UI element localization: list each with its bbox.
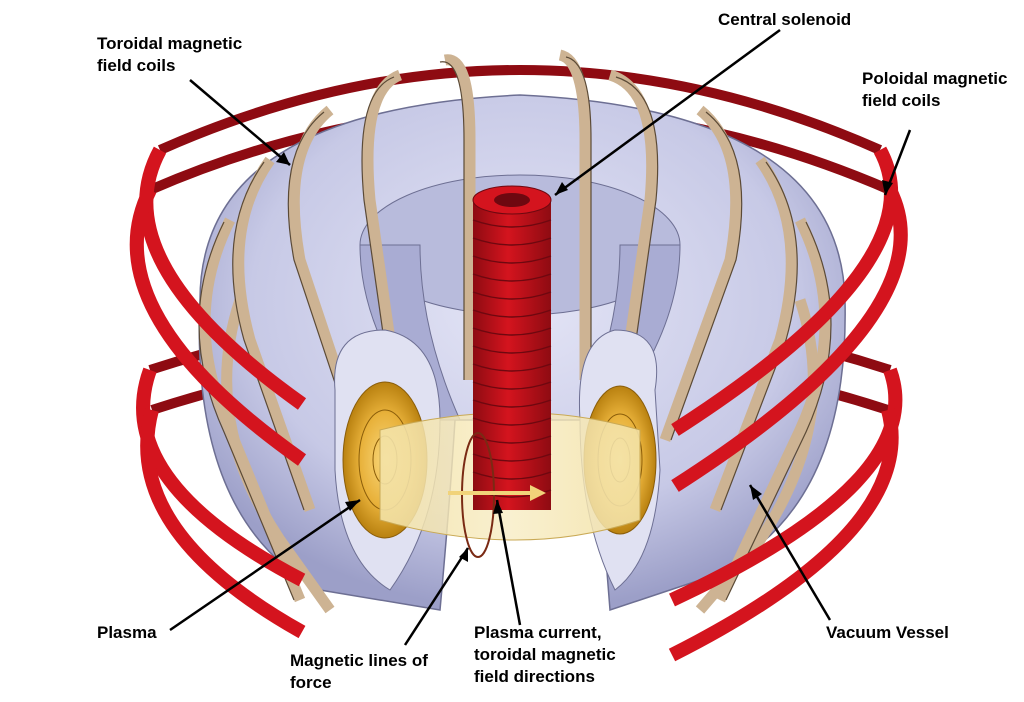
central-solenoid <box>472 185 552 510</box>
toroidal-field-coils-edges <box>198 56 832 601</box>
leader-lines <box>169 28 912 646</box>
label-central-solenoid: Central solenoid <box>718 10 852 29</box>
label-plasma: Plasma <box>97 623 157 642</box>
label-plasma-current: Plasma current, toroidal magnetic field … <box>474 623 616 686</box>
arrowhead-icon <box>276 152 290 165</box>
leader-arrowheads <box>276 152 893 562</box>
label-vacuum-vessel: Vacuum Vessel <box>826 623 949 642</box>
leader-magnetic-lines <box>403 547 470 646</box>
label-magnetic-lines: Magnetic lines of force <box>290 651 428 692</box>
arrowhead-icon <box>493 500 503 514</box>
leader-vacuum-vessel <box>748 484 832 621</box>
arrowhead-icon <box>459 548 468 562</box>
arrowhead-icon <box>882 180 893 195</box>
leader-plasma <box>169 498 361 632</box>
toroidal-field-coils <box>199 49 831 614</box>
label-poloidal-coils: Poloidal magnetic field coils <box>862 69 1008 110</box>
arrowhead-icon <box>555 182 568 195</box>
leader-central-solenoid <box>554 28 781 197</box>
label-toroidal-coils: Toroidal magnetic field coils <box>97 34 243 75</box>
magnetic-field-line <box>448 432 546 558</box>
arrow-head-icon <box>530 485 546 501</box>
leader-toroidal-coils <box>189 79 291 166</box>
arrowhead-icon <box>750 485 762 500</box>
arrowhead-icon <box>345 500 360 511</box>
leader-plasma-current <box>495 499 522 626</box>
